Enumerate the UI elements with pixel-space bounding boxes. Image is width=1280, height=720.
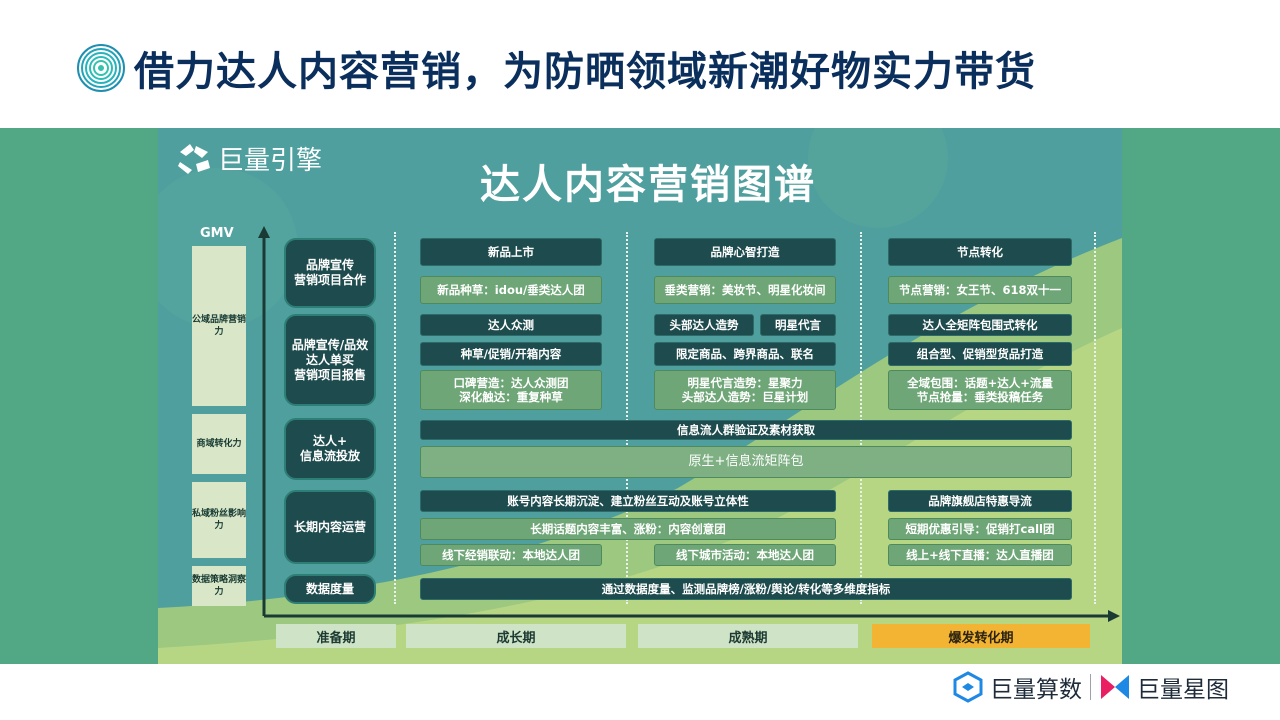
longterm-shortterm: 短期优惠引导：促销打call团	[888, 518, 1072, 540]
col3-combo: 组合型、促销型货品打造	[888, 342, 1072, 366]
longterm-account: 账号内容长期沉淀、建立粉丝互动及账号立体性	[420, 490, 836, 512]
longterm-flagship: 品牌旗舰店特惠导流	[888, 490, 1072, 512]
phase-growth: 成长期	[406, 624, 626, 648]
spiral-logo-icon	[77, 44, 125, 92]
col1-promo: 种草/促销/开箱内容	[420, 342, 602, 366]
phase-prepare: 准备期	[276, 624, 396, 648]
title-row: 借力达人内容营销，为防晒领域新潮好物实力带货	[76, 40, 1036, 96]
row-label-brand-project: 品牌宣传 营销项目合作	[284, 238, 376, 308]
side-label-private: 私域粉丝影响力	[192, 482, 246, 558]
col3-full: 全域包围：话题+达人+流量 节点抢量：垂类投稿任务	[888, 370, 1072, 410]
row-label-longterm: 长期内容运营	[284, 490, 376, 564]
footer-logo2-name: 巨量星图	[1137, 677, 1229, 703]
row-label-kol-purchase: 品牌宣传/品效 达人单买 营销项目报售	[284, 314, 376, 406]
phase-burst: 爆发转化期	[872, 624, 1090, 648]
longterm-live: 线上+线下直播：达人直播团	[888, 544, 1072, 566]
side-label-data: 数据策略洞察力	[192, 566, 246, 606]
row-label-infoflow: 达人+ 信息流投放	[284, 418, 376, 480]
footer-logos: 巨量算数 巨量星图	[952, 670, 1229, 704]
divider	[860, 232, 862, 604]
longterm-offline1: 线下经销联动：本地达人团	[420, 544, 602, 566]
axes	[258, 226, 1120, 622]
col3-node: 节点营销：女王节、618双十一	[888, 276, 1072, 304]
infoflow-bottom: 原生+信息流矩阵包	[420, 446, 1072, 478]
brand-logo: 巨量引擎	[176, 140, 322, 177]
col2-star: 明星代言	[760, 314, 836, 336]
longterm-offline2: 线下城市活动：本地达人团	[654, 544, 836, 566]
footer-separator	[1090, 674, 1091, 700]
phase-mature: 成熟期	[638, 624, 858, 648]
footer-logo1-name: 巨量算数	[990, 677, 1082, 703]
map-title: 达人内容营销图谱	[480, 162, 816, 208]
infoflow-top: 信息流人群验证及素材获取	[420, 420, 1072, 440]
longterm-topic: 长期话题内容丰富、涨粉：内容创意团	[420, 518, 836, 540]
col1-crowd: 达人众测	[420, 314, 602, 336]
col2-head-kol: 头部达人造势	[654, 314, 754, 336]
col1-seed: 新品种草：idou/垂类达人团	[420, 276, 602, 304]
row-label-data: 数据度量	[284, 574, 376, 604]
divider	[394, 232, 396, 604]
col2-plan: 明星代言造势：星聚力 头部达人造势：巨星计划	[654, 370, 836, 410]
col3-header: 节点转化	[888, 238, 1072, 266]
col2-vertical: 垂类营销：美妆节、明星化妆间	[654, 276, 836, 304]
xingtu-logo-icon	[1101, 675, 1129, 699]
side-label-commerce: 商域转化力	[192, 414, 246, 474]
side-label-public: 公域品牌营销力	[192, 246, 246, 406]
divider	[626, 232, 628, 604]
col1-header: 新品上市	[420, 238, 602, 266]
y-axis-label: GMV	[200, 226, 234, 241]
col3-matrix: 达人全矩阵包围式转化	[888, 314, 1072, 336]
suanshu-logo-icon	[953, 671, 983, 703]
brand-name: 巨量引擎	[218, 146, 323, 176]
divider	[1094, 232, 1096, 604]
data-measure-bar: 通过数据度量、监测品牌榜/涨粉/舆论/转化等多维度指标	[420, 578, 1072, 600]
col2-limited: 限定商品、跨界商品、联名	[654, 342, 836, 366]
col1-wom: 口碑营造：达人众测团 深化触达：重复种草	[420, 370, 602, 410]
brand-mark-icon	[178, 143, 210, 174]
col2-header: 品牌心智打造	[654, 238, 836, 266]
slide-title: 借力达人内容营销，为防晒领域新潮好物实力带货	[134, 49, 1036, 95]
